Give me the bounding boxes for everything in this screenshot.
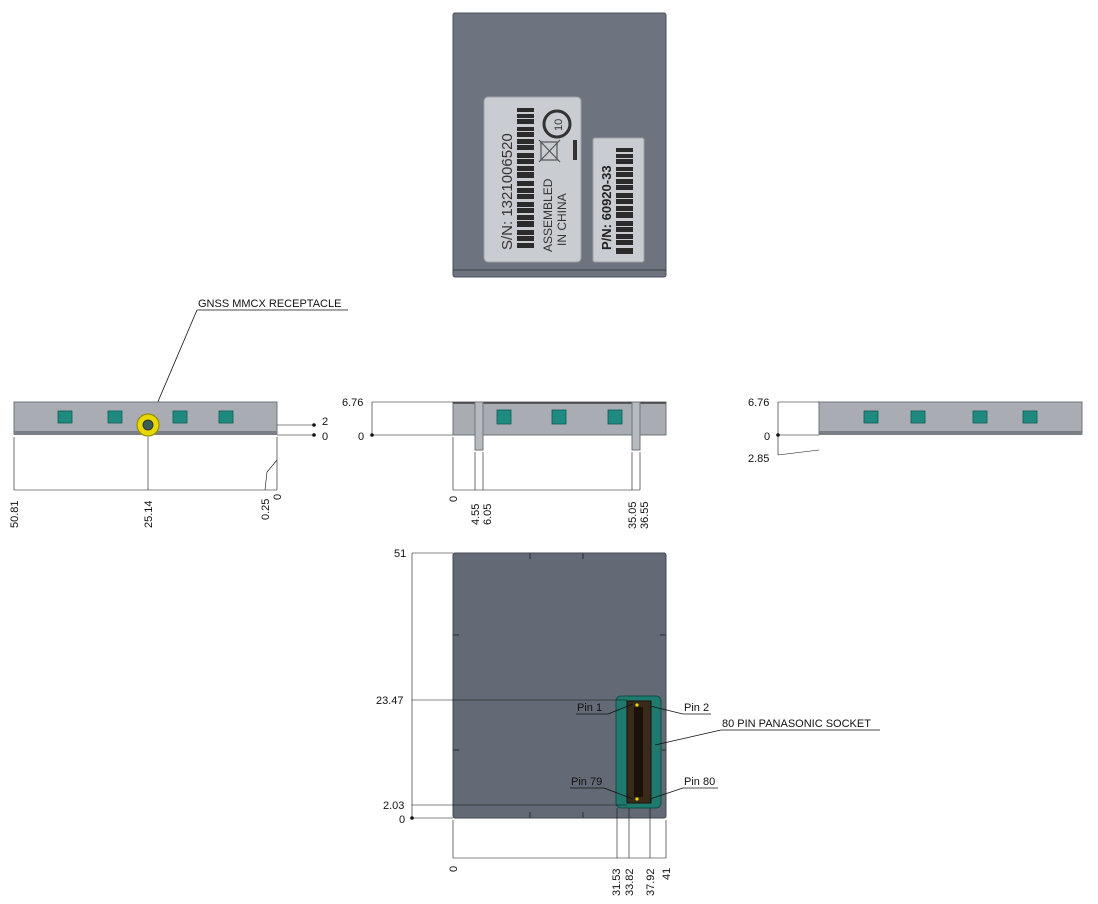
side-connectors (496, 409, 623, 425)
crossed-bin-icon (538, 139, 577, 163)
front-vdim-2: 2 (322, 416, 328, 428)
panasonic-socket (615, 695, 662, 809)
front-hdim-50-81: 50.81 (9, 500, 21, 528)
bottom-vdim-2-03: 2.03 (383, 800, 404, 812)
mmcx-receptacle (142, 419, 154, 431)
eco-mark-number: 10 (553, 119, 565, 131)
bottom-hdim-41: 41 (661, 868, 673, 880)
bottom-hdim-33-82: 33.82 (624, 868, 636, 896)
front-vdim-0: 0 (322, 431, 328, 443)
pin2-leader (649, 705, 684, 715)
front-hdim-0: 0 (272, 494, 284, 500)
part-barcode (616, 148, 633, 254)
pin79-leader (603, 787, 634, 800)
pin80-leader (649, 787, 684, 800)
right-view: 6.76 0 2.85 (748, 397, 1083, 465)
front-view: GNSS MMCX RECEPTACLE 2 0 50.81 25.14 0.2… (9, 298, 348, 528)
pin-79-marker (635, 797, 639, 801)
pin1-label: Pin 1 (577, 702, 602, 714)
side-pin-left (474, 401, 484, 451)
bottom-view: Pin 1 Pin 2 80 PIN PANASONIC SOCKET Pin … (376, 548, 880, 896)
socket-leader (654, 729, 722, 746)
socket-label: 80 PIN PANASONIC SOCKET (722, 718, 871, 730)
side-hdim-4-55: 4.55 (470, 504, 482, 525)
assembled-text-line1: ASSEMBLED (541, 178, 555, 252)
recycle-icon: 10 (542, 109, 572, 139)
side-view: 6.76 0 0 4.55 6.05 35.05 36.55 (342, 397, 667, 529)
pin2-label: Pin 2 (684, 702, 709, 714)
serial-number-text: S/N: 1321006520 (499, 133, 516, 250)
bottom-vdim-dot (410, 816, 414, 820)
pin1-leader (607, 703, 634, 715)
right-vdim-0: 0 (764, 431, 770, 443)
bottom-plate (452, 552, 667, 819)
bottom-hdim-0: 0 (448, 866, 460, 872)
side-vdim-0: 0 (358, 431, 364, 443)
bottom-hdim-31-53: 31.53 (611, 868, 623, 896)
pin79-label: Pin 79 (571, 776, 602, 788)
front-dim-tick-0 (312, 433, 316, 437)
side-vdim-dot (370, 433, 374, 437)
side-hdim-6-05: 6.05 (482, 504, 494, 525)
side-vdim-6-76: 6.76 (342, 397, 363, 409)
bottom-vdim-0: 0 (399, 814, 405, 826)
serial-barcode (517, 108, 534, 248)
right-vdim-6-76: 6.76 (748, 397, 769, 409)
front-ext-0-25 (264, 459, 278, 491)
front-hdim-0-25: 0.25 (260, 499, 272, 520)
side-pin-right (631, 401, 641, 451)
front-hdim-25-14: 25.14 (143, 500, 155, 528)
pin80-label: Pin 80 (684, 776, 715, 788)
right-body (818, 401, 1083, 435)
bottom-vdim-51: 51 (394, 548, 406, 560)
bottom-hdim-37-92: 37.92 (645, 868, 657, 896)
assembled-text-line2: IN CHINA (555, 193, 569, 246)
gnss-callout-label: GNSS MMCX RECEPTACLE (198, 298, 341, 310)
top-view: S/N: 1321006520 ASSEMBLED IN CHINA 10 P/… (452, 12, 667, 278)
pin-1-marker (635, 703, 639, 707)
front-dim-tick-2 (312, 423, 316, 427)
side-hdim-0: 0 (448, 496, 460, 502)
part-number-text: P/N: 60920-33 (599, 165, 614, 250)
right-base-strip (819, 431, 1082, 435)
side-hdim-35-05: 35.05 (627, 501, 639, 529)
bottom-vdim-23-47: 23.47 (376, 695, 404, 707)
right-ext-bottom (777, 449, 820, 456)
right-vdim-2-85: 2.85 (748, 453, 769, 465)
right-connectors (863, 410, 1038, 424)
front-connectors (57, 410, 234, 424)
right-vdim-dot (776, 433, 780, 437)
side-hdim-36-55: 36.55 (639, 501, 651, 529)
